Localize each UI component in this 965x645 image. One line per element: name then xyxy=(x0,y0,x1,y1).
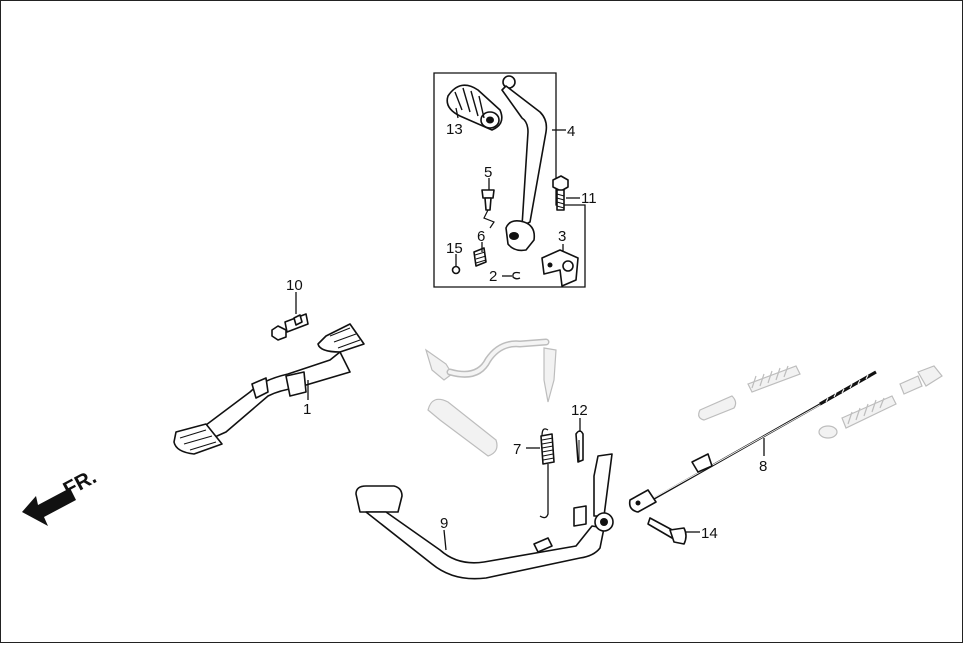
leader-lines xyxy=(295,107,765,551)
cotter-pin xyxy=(575,430,584,463)
callout-9: 9 xyxy=(440,515,448,532)
clevis-pin xyxy=(647,517,687,545)
callout-5: 5 xyxy=(484,164,492,181)
callout-13: 13 xyxy=(446,121,463,138)
callout-8: 8 xyxy=(759,458,767,475)
callout-4: 4 xyxy=(567,123,575,140)
callouts: 13 4 5 11 6 3 15 2 10 1 12 7 8 9 14 xyxy=(286,121,767,542)
callout-6: 6 xyxy=(477,228,485,245)
front-direction-arrow: FR. xyxy=(22,465,100,526)
return-spring xyxy=(539,428,555,519)
bolt-11 xyxy=(552,175,569,211)
kickstarter-inset-box xyxy=(433,72,586,288)
bolt-10 xyxy=(271,313,309,341)
ghost-switch-harness xyxy=(424,338,557,403)
spring-6 xyxy=(473,247,487,267)
pivot-pin xyxy=(481,189,495,229)
callout-12: 12 xyxy=(571,402,588,419)
bracket xyxy=(541,249,579,287)
brake-pedal xyxy=(173,323,365,455)
callout-10: 10 xyxy=(286,277,303,294)
clip xyxy=(512,271,521,280)
callout-11: 11 xyxy=(581,190,597,207)
callout-1: 1 xyxy=(303,401,311,418)
kickstarter-arm xyxy=(501,75,548,252)
brake-arm xyxy=(355,453,614,580)
brake-rod xyxy=(628,370,877,513)
ghost-rod-parts xyxy=(698,365,943,439)
callout-15: 15 xyxy=(446,240,463,257)
o-ring xyxy=(451,265,461,275)
ghost-grip xyxy=(427,398,498,457)
callout-14: 14 xyxy=(701,525,718,542)
callout-2: 2 xyxy=(489,268,497,285)
callout-7: 7 xyxy=(513,441,521,458)
callout-3: 3 xyxy=(558,228,566,245)
kick-rubber xyxy=(446,84,503,131)
